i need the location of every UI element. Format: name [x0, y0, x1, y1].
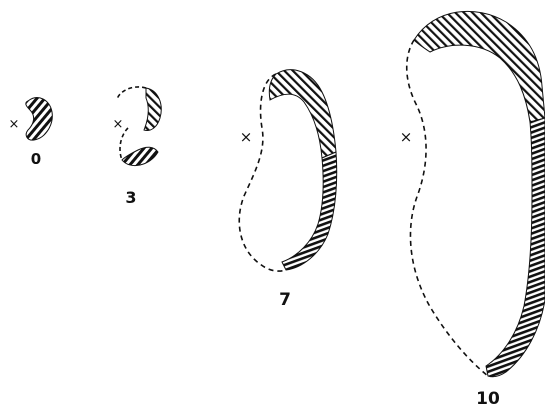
stage-7-origin-mark: ×	[240, 128, 253, 146]
stage-7-dashed-outline	[239, 74, 286, 271]
stage-3-origin-mark: ×	[113, 117, 124, 132]
stage-10-hatched-side	[486, 118, 545, 377]
stage-10-figure: × 10	[400, 11, 545, 409]
stage-10-dashed-outline	[407, 40, 488, 376]
stage-7-label: 7	[279, 290, 291, 310]
stage-0-figure: × 0	[9, 98, 53, 168]
stage-10-label: 10	[476, 389, 500, 409]
stage-3-hatched-bottom	[122, 147, 158, 165]
stage-0-hatched-lobe	[26, 98, 52, 141]
stage-7-hatched-top	[269, 70, 336, 158]
stage-7-hatched-side	[282, 152, 337, 270]
stage-0-origin-mark: ×	[9, 117, 20, 132]
stage-10-hatched-top	[414, 11, 545, 122]
stage-0-label: 0	[31, 150, 41, 168]
stage-3-label: 3	[125, 188, 136, 207]
stage-10-origin-mark: ×	[400, 128, 413, 146]
stage-3-figure: × 3	[113, 87, 162, 207]
stage-7-figure: × 7	[239, 70, 336, 310]
stage-3-hatched-top	[144, 88, 161, 131]
